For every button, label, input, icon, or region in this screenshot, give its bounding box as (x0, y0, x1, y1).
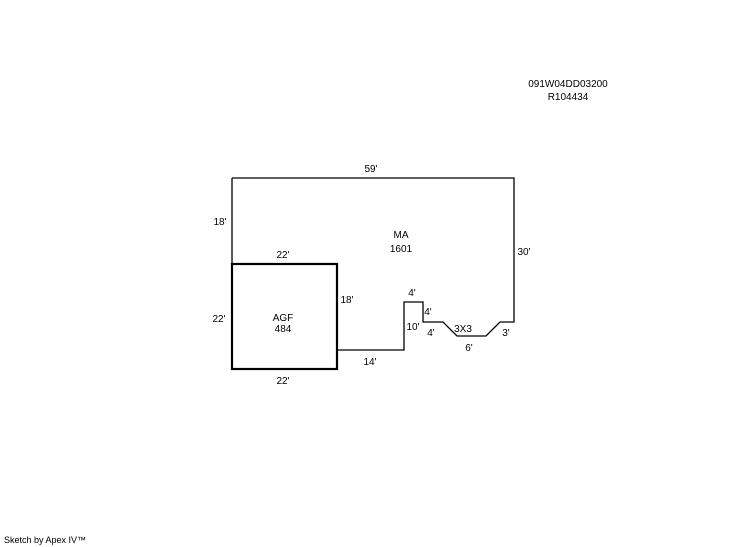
dim-ma-left: 18' (213, 217, 226, 228)
account-number: R104434 (547, 92, 589, 103)
ma-sqft: 1601 (390, 244, 413, 255)
agf-code: AGF (273, 313, 294, 324)
dim-notch-step: 4' (427, 328, 435, 339)
dim-bay-bottom: 6' (465, 343, 473, 354)
dim-agf-left: 22' (212, 314, 225, 325)
dim-notch-drop: 4' (424, 307, 432, 318)
dim-notch-top: 4' (408, 288, 416, 299)
ma-code: MA (394, 230, 409, 241)
dim-ma-bottom: 14' (363, 357, 376, 368)
dim-agf-top: 22' (276, 250, 289, 261)
agf-outline (230, 262, 339, 371)
bay-label: 3X3 (454, 324, 472, 335)
dim-agf-bottom: 22' (276, 376, 289, 387)
ma-outline (232, 177, 515, 351)
dim-bay-right: 3' (502, 328, 510, 339)
dim-ma-right: 30' (517, 247, 530, 258)
agf-sqft: 484 (275, 324, 292, 335)
map-number: 091W04DD03200 (528, 79, 608, 90)
sketch-credit: Sketch by Apex IV™ (4, 535, 87, 545)
dim-notch-vertical: 10' (406, 322, 419, 333)
dim-ma-top: 59' (364, 164, 377, 175)
dim-agf-right: 18' (340, 295, 353, 306)
